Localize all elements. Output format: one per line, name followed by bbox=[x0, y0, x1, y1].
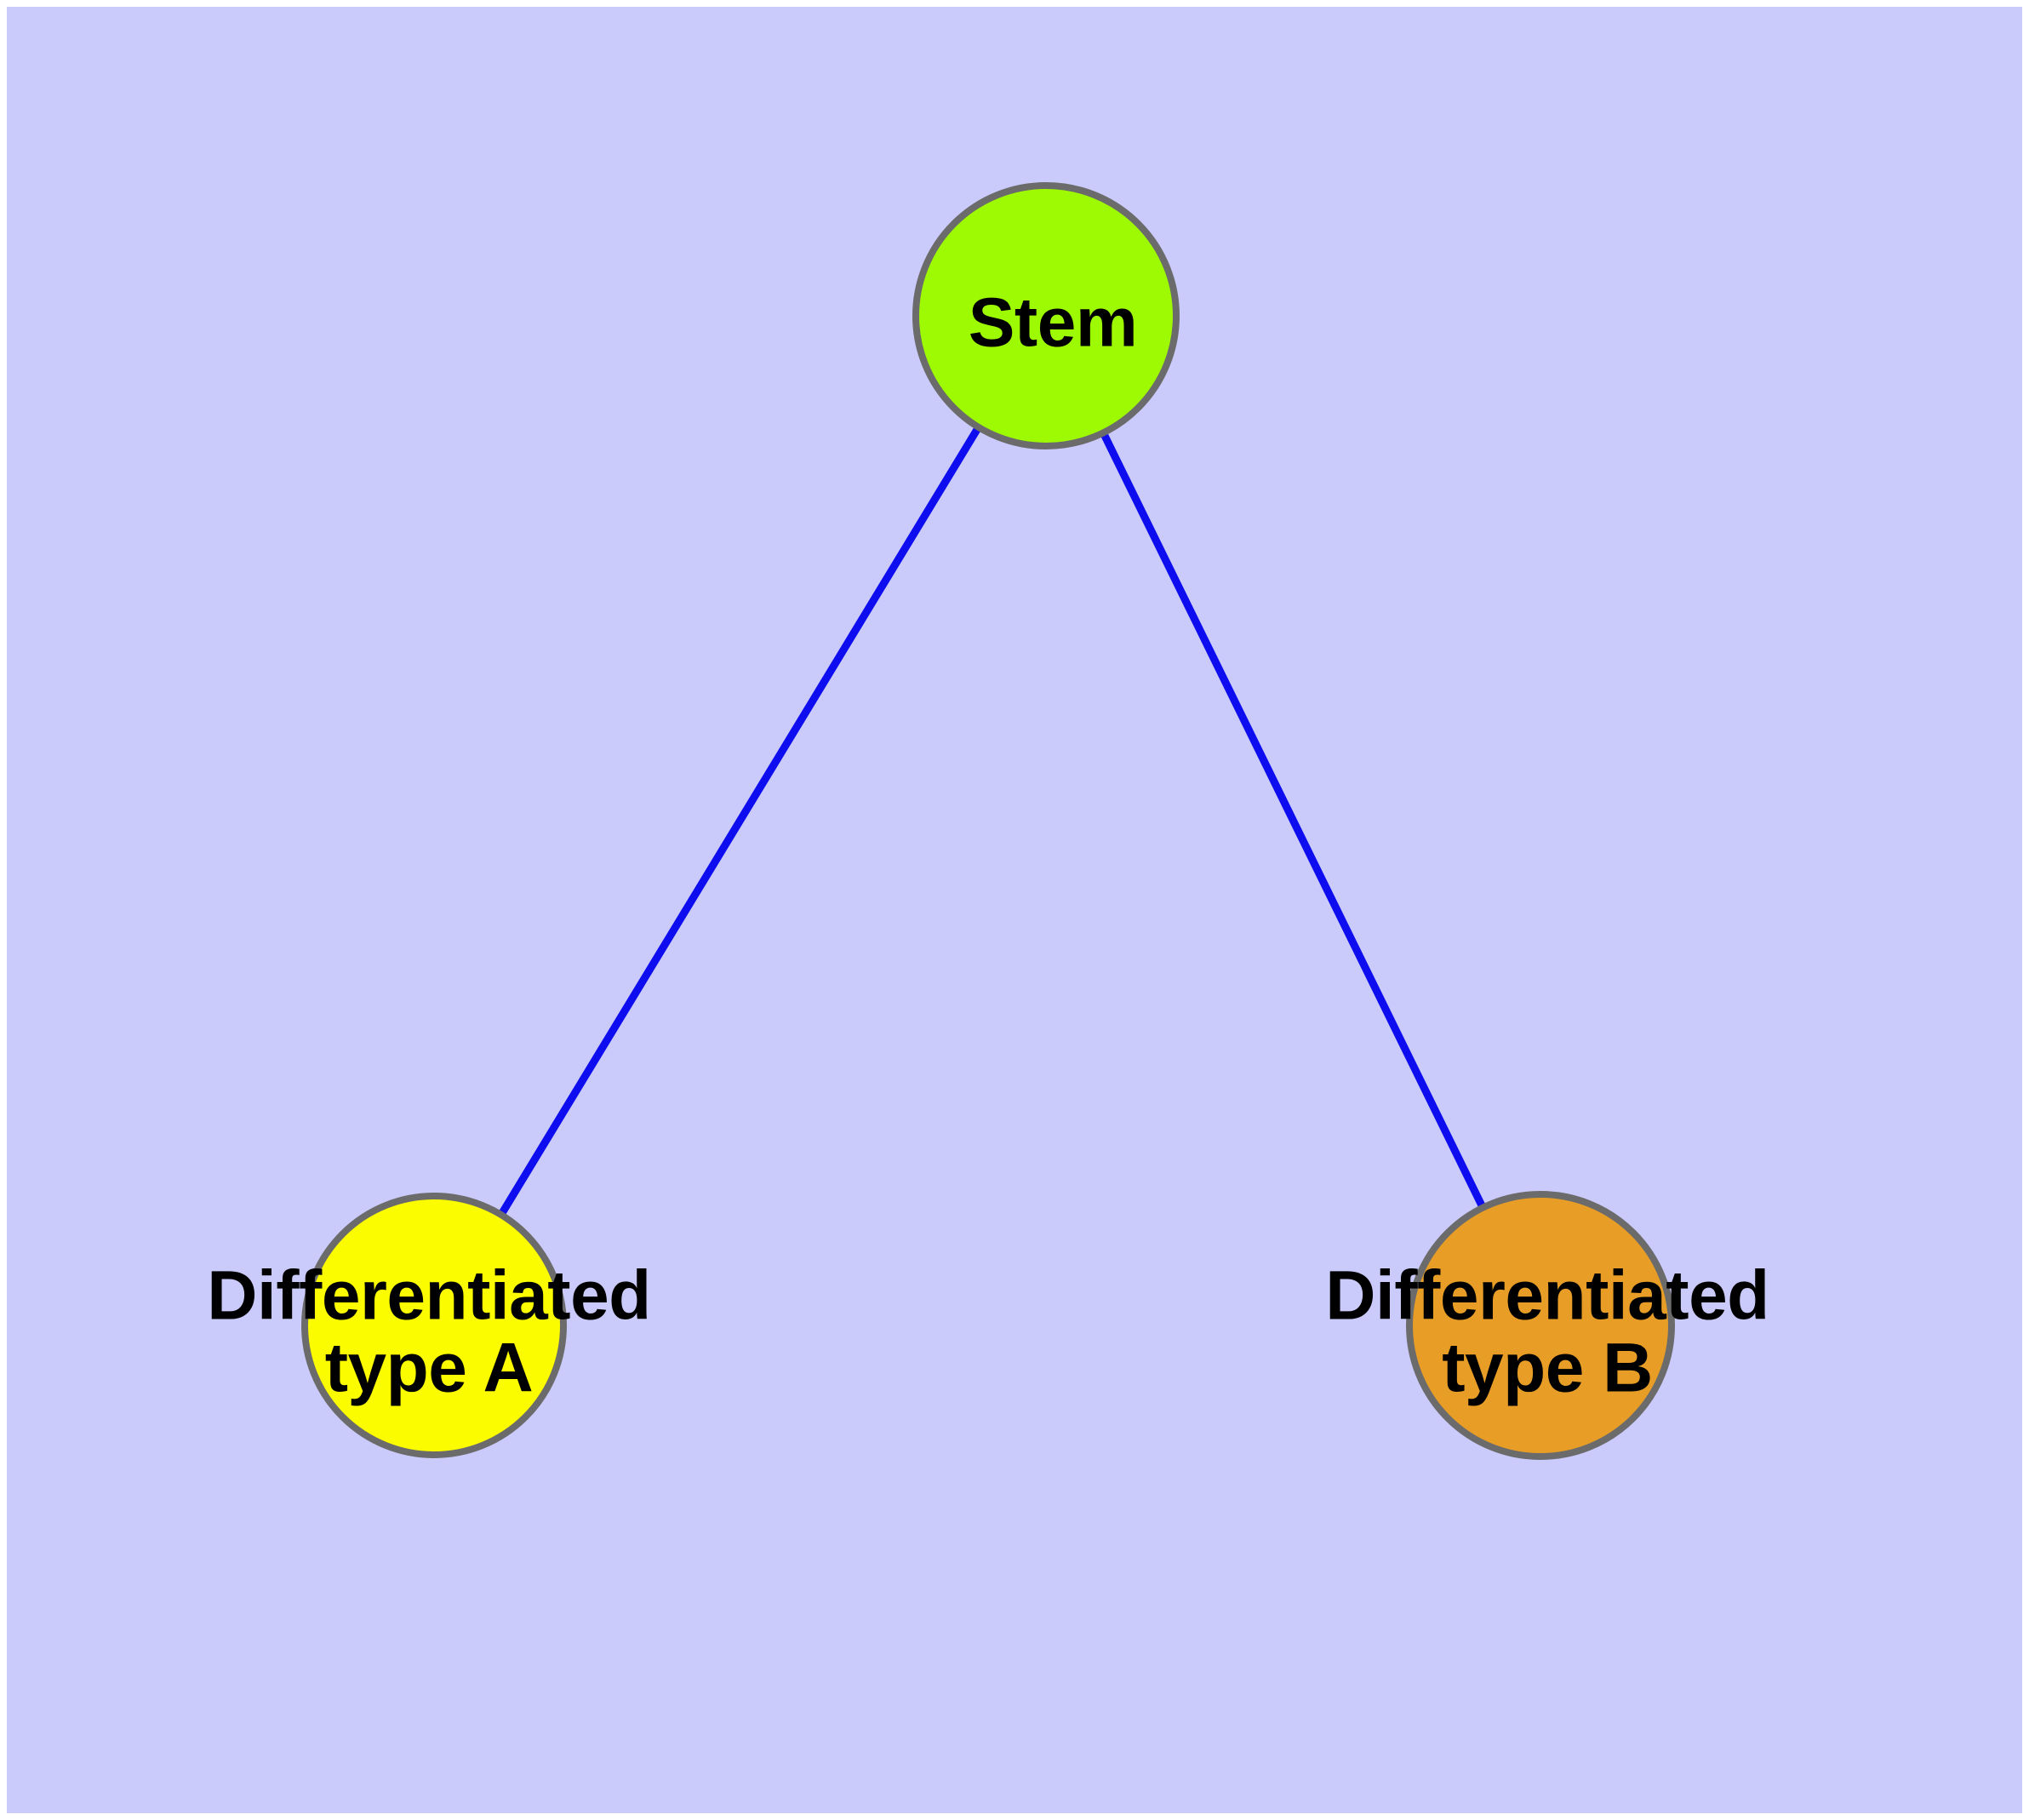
node-diff-b[interactable] bbox=[1406, 1191, 1675, 1460]
node-layer bbox=[301, 182, 1675, 1460]
graph-svg bbox=[301, 182, 1675, 1460]
edge-layer bbox=[431, 313, 1545, 1328]
edge-stem-diff-b[interactable] bbox=[1042, 314, 1545, 1327]
node-diff-a[interactable] bbox=[301, 1193, 567, 1458]
node-stem[interactable] bbox=[912, 182, 1180, 449]
edge-stem-diff-a[interactable] bbox=[431, 313, 1049, 1328]
